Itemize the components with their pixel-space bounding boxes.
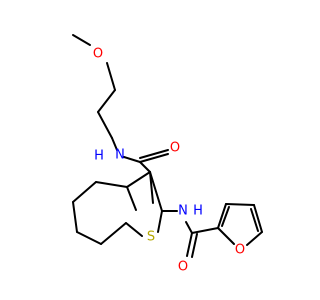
bond bbox=[100, 222, 127, 245]
bond bbox=[149, 171, 163, 212]
amide-hydrogen-label: H bbox=[94, 149, 104, 164]
bond bbox=[97, 89, 116, 113]
bond bbox=[72, 181, 97, 203]
bond bbox=[123, 156, 141, 163]
bond bbox=[111, 137, 118, 151]
atoms: O N H O N H S O O bbox=[93, 47, 245, 275]
bond bbox=[250, 208, 259, 232]
bond bbox=[72, 34, 91, 46]
bond bbox=[246, 231, 263, 246]
bond bbox=[191, 233, 198, 258]
bond bbox=[225, 203, 255, 206]
bond bbox=[139, 153, 169, 163]
molecule-diagram: O N H O N H S O O bbox=[72, 34, 263, 275]
bond bbox=[221, 206, 230, 227]
furan-oxygen-label: O bbox=[235, 243, 245, 258]
bonds bbox=[72, 34, 263, 258]
bond bbox=[217, 227, 235, 245]
amine-hydrogen-label: H bbox=[193, 204, 203, 219]
carbonyl-oxygen-1-label: O bbox=[170, 141, 180, 156]
bond bbox=[139, 149, 169, 159]
bond bbox=[149, 171, 154, 204]
amide-nitrogen-label: N bbox=[115, 148, 125, 163]
structure-canvas: O N H O N H S O O bbox=[72, 34, 263, 275]
bond bbox=[106, 62, 116, 91]
bond bbox=[253, 204, 263, 233]
bond bbox=[139, 161, 151, 173]
bond bbox=[76, 231, 102, 245]
amine-nitrogen-label: N bbox=[178, 204, 188, 219]
bond bbox=[125, 222, 143, 237]
bond bbox=[126, 186, 137, 211]
bond bbox=[186, 232, 193, 257]
bond bbox=[185, 221, 193, 234]
bond bbox=[217, 203, 227, 229]
carbonyl-oxygen-2-label: O bbox=[178, 260, 188, 275]
bond bbox=[126, 171, 151, 188]
bond bbox=[97, 111, 113, 139]
bond bbox=[157, 210, 163, 233]
thiophene-sulfur-label: S bbox=[147, 230, 155, 245]
bond bbox=[95, 181, 128, 188]
bond bbox=[191, 227, 219, 234]
methoxy-oxygen-label: O bbox=[93, 47, 103, 62]
bond bbox=[72, 201, 78, 233]
